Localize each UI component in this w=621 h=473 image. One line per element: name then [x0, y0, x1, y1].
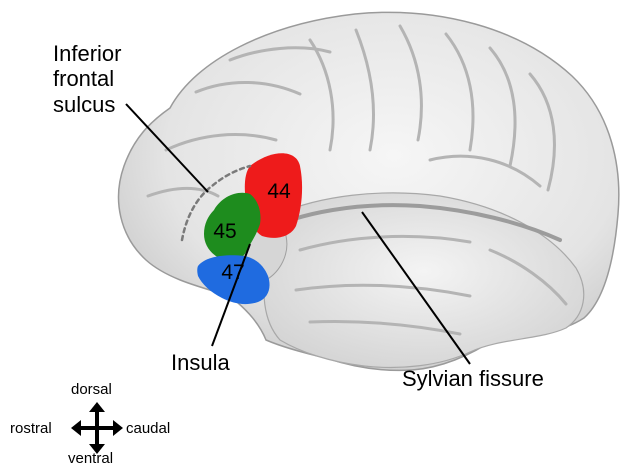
area-45-label: 45: [205, 221, 245, 243]
sylvian-fissure-label: Sylvian fissure: [402, 366, 544, 391]
area-44-label: 44: [259, 181, 299, 203]
compass-ventral-label: ventral: [68, 450, 113, 467]
inferior-frontal-sulcus-label-line2: frontal: [53, 66, 114, 91]
compass-rostral-label: rostral: [10, 420, 52, 437]
inferior-frontal-sulcus-label-line3: sulcus: [53, 92, 115, 117]
compass-arrows-icon: [71, 402, 123, 454]
compass-dorsal-label: dorsal: [71, 381, 112, 398]
inferior-frontal-sulcus-label-line1: Inferior: [53, 41, 121, 66]
insula-label: Insula: [171, 350, 230, 375]
compass-caudal-label: caudal: [126, 420, 170, 437]
area-47-label: 47: [213, 262, 253, 284]
